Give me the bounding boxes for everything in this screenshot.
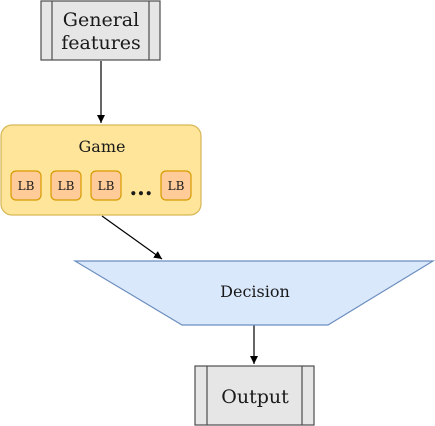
- learner-box-2[interactable]: LB: [50, 170, 82, 201]
- game-label: Game: [79, 137, 126, 156]
- decision-node[interactable]: Decision: [72, 260, 435, 326]
- output-label: Output: [221, 386, 289, 408]
- learner-box-3[interactable]: LB: [90, 170, 122, 201]
- general-features-label-line1: General: [63, 9, 139, 31]
- learner-box-4-label: LB: [168, 179, 185, 193]
- general-features-label-line2: features: [61, 32, 141, 54]
- learner-box-1[interactable]: LB: [10, 170, 42, 201]
- general-features-node[interactable]: General features: [40, 0, 161, 61]
- learner-box-2-label: LB: [58, 179, 75, 193]
- decision-label: Decision: [220, 282, 290, 301]
- learner-ellipsis: ...: [130, 175, 153, 201]
- edge-game-to-decision: [101, 215, 163, 260]
- game-node[interactable]: Game LB LB LB ... LB: [0, 124, 202, 216]
- learner-box-3-label: LB: [98, 179, 115, 193]
- output-node[interactable]: Output: [194, 365, 315, 426]
- learner-box-4[interactable]: LB: [160, 170, 192, 201]
- learner-box-1-label: LB: [18, 179, 35, 193]
